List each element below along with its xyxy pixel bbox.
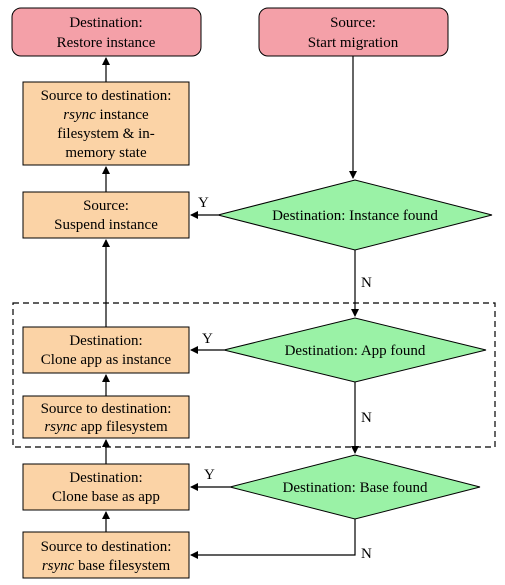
svg-text:Start migration: Start migration: [308, 35, 399, 51]
label-instance-found-yes: Y: [198, 195, 209, 211]
edge-base-found-no: [190, 519, 356, 559]
app-group-dashed-box: [12, 302, 496, 448]
decision-app-found: Destination: App found: [223, 317, 487, 383]
svg-text:Source to destination:: Source to destination:: [41, 539, 172, 555]
svg-text:rsync instance: rsync instance: [63, 107, 149, 123]
node-source-suspend-instance: Source: Suspend instance: [22, 191, 190, 239]
svg-text:Destination: Instance found: Destination: Instance found: [272, 208, 438, 224]
svg-text:Destination:: Destination:: [69, 333, 142, 349]
node-rsync-instance-state: Source to destination: rsync instance fi…: [22, 81, 190, 166]
node-rsync-app-filesystem: Source to destination: rsync app filesys…: [22, 395, 190, 439]
decision-base-found: Destination: Base found: [229, 454, 481, 520]
node-destination-clone-app: Destination: Clone app as instance: [22, 326, 190, 374]
svg-text:Destination:: Destination:: [69, 15, 142, 31]
node-rsync-base-filesystem: Source to destination: rsync base filesy…: [22, 531, 190, 579]
svg-text:Source to destination:: Source to destination:: [41, 401, 172, 417]
label-base-found-no: N: [361, 546, 372, 562]
label-app-found-yes: Y: [202, 331, 213, 347]
svg-text:Destination:: Destination:: [69, 470, 142, 486]
svg-text:Clone base as app: Clone base as app: [52, 489, 160, 505]
node-destination-clone-base: Destination: Clone base as app: [22, 463, 190, 511]
svg-text:Destination: Base found: Destination: Base found: [283, 480, 428, 496]
svg-text:Destination: App found: Destination: App found: [285, 343, 426, 359]
svg-text:Clone app as instance: Clone app as instance: [41, 352, 172, 368]
svg-text:Suspend instance: Suspend instance: [54, 217, 158, 233]
label-instance-found-no: N: [361, 275, 372, 291]
label-app-found-no: N: [361, 410, 372, 426]
svg-text:rsync base filesystem: rsync base filesystem: [42, 558, 171, 574]
label-base-found-yes: Y: [204, 467, 215, 483]
svg-text:filesystem & in-: filesystem & in-: [57, 126, 155, 142]
svg-text:Source:: Source:: [83, 198, 129, 214]
svg-text:rsync app filesystem: rsync app filesystem: [44, 419, 168, 435]
svg-text:memory state: memory state: [65, 145, 147, 161]
svg-text:Source to destination:: Source to destination:: [41, 88, 172, 104]
decision-instance-found: Destination: Instance found: [217, 179, 493, 251]
svg-text:Source:: Source:: [330, 15, 376, 31]
node-source-start-migration: Source: Start migration: [258, 7, 449, 57]
node-destination-restore-instance: Destination: Restore instance: [11, 7, 202, 57]
svg-text:Restore instance: Restore instance: [57, 35, 156, 51]
